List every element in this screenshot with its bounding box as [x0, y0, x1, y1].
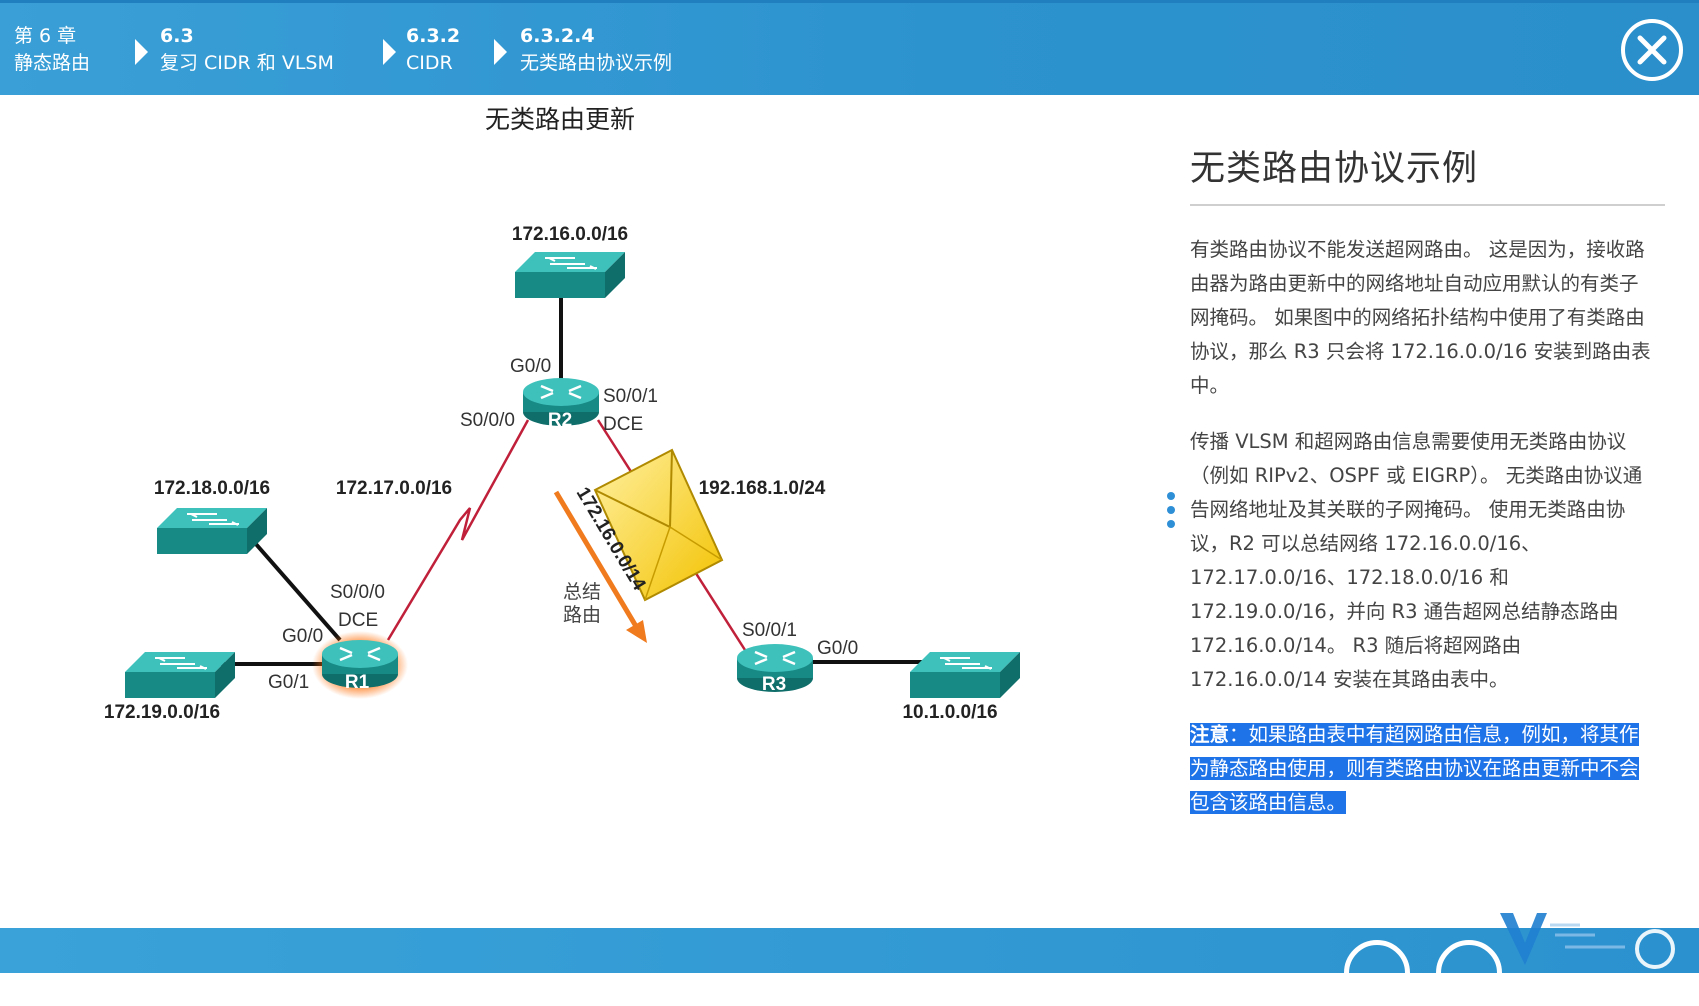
close-icon — [1637, 35, 1667, 65]
router-r2-label: R2 — [548, 410, 572, 431]
network-label-left-lower: 172.19.0.0/16 — [104, 702, 220, 723]
paragraph-2-line: 172.16.0.0/14 安装在其路由表中。 — [1190, 668, 1509, 691]
more-options-icon[interactable] — [1167, 492, 1175, 534]
breadcrumb-subsection[interactable]: 6.3.2 CIDR — [406, 23, 460, 77]
paragraph-2-line: 传播 VLSM 和超网路由信息需要使用无类路由协议 — [1190, 430, 1627, 453]
breadcrumb-section-number: 6.3 — [160, 25, 194, 47]
summary-label-line1: 总结 — [563, 581, 601, 603]
note-highlight: 注意：如果路由表中有超网路由信息，例如，将其作 为静态路由使用，则有类路由协议在… — [1190, 718, 1670, 820]
iface-r1-s000: S0/0/0 — [330, 582, 385, 603]
network-topology-diagram: R1 R2 R3 172.16.0.0/14 总结 路由 172.16.0.0/… — [104, 224, 1021, 723]
paragraph-2-line: 告网络地址及其关联的子网掩码。 使用无类路由协 — [1190, 498, 1626, 521]
breadcrumb-topic[interactable]: 6.3.2.4 无类路由协议示例 — [520, 23, 672, 77]
iface-r2-s001: S0/0/1 — [603, 386, 658, 407]
breadcrumb-section-label: 复习 CIDR 和 VLSM — [160, 52, 334, 74]
breadcrumb-topic-number: 6.3.2.4 — [520, 25, 595, 47]
watermark-logo — [1500, 913, 1675, 969]
iface-r3-g00: G0/0 — [817, 638, 858, 659]
switch-right — [909, 651, 1021, 699]
download-button[interactable] — [1436, 940, 1502, 1006]
breadcrumb-subsection-label: CIDR — [406, 52, 453, 74]
paragraph-1-line: 协议，那么 R3 只会将 172.16.0.0/16 安装到路由表 — [1190, 340, 1651, 363]
chevron-right-icon — [383, 39, 396, 65]
router-r1-label: R1 — [345, 672, 370, 693]
paragraph-2: 传播 VLSM 和超网路由信息需要使用无类路由协议 （例如 RIPv2、OSPF… — [1190, 425, 1670, 697]
switch-left-lower — [124, 651, 236, 699]
divider — [1190, 204, 1665, 206]
panel-title: 无类路由协议示例 — [1190, 149, 1479, 189]
switch-top — [514, 251, 626, 299]
summary-route-arrow — [553, 490, 640, 630]
router-r3-label: R3 — [762, 674, 786, 695]
close-button[interactable] — [1621, 19, 1683, 81]
ethernet-link-r1-upper — [246, 533, 342, 642]
note-label: 注意 — [1190, 723, 1230, 746]
breadcrumb-bar: 第 6 章 静态路由 6.3 复习 CIDR 和 VLSM 6.3.2 CIDR… — [0, 0, 1699, 95]
iface-r2-dce: DCE — [603, 414, 643, 435]
network-label-top: 172.16.0.0/16 — [512, 224, 628, 245]
breadcrumb-chapter-label: 静态路由 — [14, 52, 91, 74]
network-label-r2-r3: 192.168.1.0/24 — [699, 478, 826, 499]
breadcrumb-chapter-number: 第 6 章 — [14, 25, 77, 47]
network-label-r1-r2: 172.17.0.0/16 — [336, 478, 452, 499]
paragraph-1-line: 中。 — [1190, 374, 1230, 397]
note-line: ：如果路由表中有超网路由信息，例如，将其作 — [1229, 723, 1639, 746]
media-button[interactable] — [1344, 940, 1410, 1006]
switch-left-upper — [156, 507, 268, 555]
breadcrumb-section[interactable]: 6.3 复习 CIDR 和 VLSM — [160, 23, 334, 77]
iface-r3-s001: S0/0/1 — [742, 620, 797, 641]
diagram-title: 无类路由更新 — [485, 105, 636, 134]
summary-route-arrowhead — [626, 620, 647, 643]
breadcrumb-topic-label: 无类路由协议示例 — [520, 52, 673, 74]
paragraph-1-line: 网掩码。 如果图中的网络拓扑结构中使用了有类路由 — [1190, 306, 1645, 329]
paragraph-2-line: 172.17.0.0/16、172.18.0.0/16 和 — [1190, 566, 1509, 589]
paragraph-2-line: （例如 RIPv2、OSPF 或 EIGRP）。 无类路由协议通 — [1190, 464, 1643, 487]
iface-r1-g00: G0/0 — [282, 626, 323, 647]
iface-r1-g01: G0/1 — [268, 672, 309, 693]
bottom-toolbar — [0, 928, 1699, 973]
chevron-right-icon — [135, 39, 148, 65]
note-line: 包含该路由信息。 — [1190, 791, 1347, 814]
iface-r2-g00: G0/0 — [510, 356, 551, 377]
serial-link-r1-r2 — [386, 419, 530, 641]
summary-label-line2: 路由 — [563, 604, 601, 626]
breadcrumb-subsection-number: 6.3.2 — [406, 25, 461, 47]
paragraph-2-line: 172.19.0.0/16，并向 R3 通告超网总结静态路由 — [1190, 600, 1619, 623]
network-label-right: 10.1.0.0/16 — [902, 702, 997, 723]
paragraph-1-line: 由器为路由更新中的网络地址自动应用默认的有类子 — [1190, 272, 1639, 295]
iface-r2-s000: S0/0/0 — [460, 410, 515, 431]
network-label-left-upper: 172.18.0.0/16 — [154, 478, 270, 499]
paragraph-1: 有类路由协议不能发送超网路由。 这是因为，接收路 由器为路由更新中的网络地址自动… — [1190, 233, 1670, 403]
paragraph-2-line: 议，R2 可以总结网络 172.16.0.0/16、 — [1190, 532, 1541, 555]
breadcrumb-chapter[interactable]: 第 6 章 静态路由 — [14, 23, 90, 77]
iface-r1-dce: DCE — [338, 610, 378, 631]
routing-update-envelope — [593, 448, 724, 602]
chevron-right-icon — [494, 39, 507, 65]
note-line: 为静态路由使用，则有类路由协议在路由更新中不会 — [1190, 757, 1639, 780]
paragraph-1-line: 有类路由协议不能发送超网路由。 这是因为，接收路 — [1190, 238, 1645, 261]
paragraph-2-line: 172.16.0.0/14。 R3 随后将超网路由 — [1190, 634, 1522, 657]
